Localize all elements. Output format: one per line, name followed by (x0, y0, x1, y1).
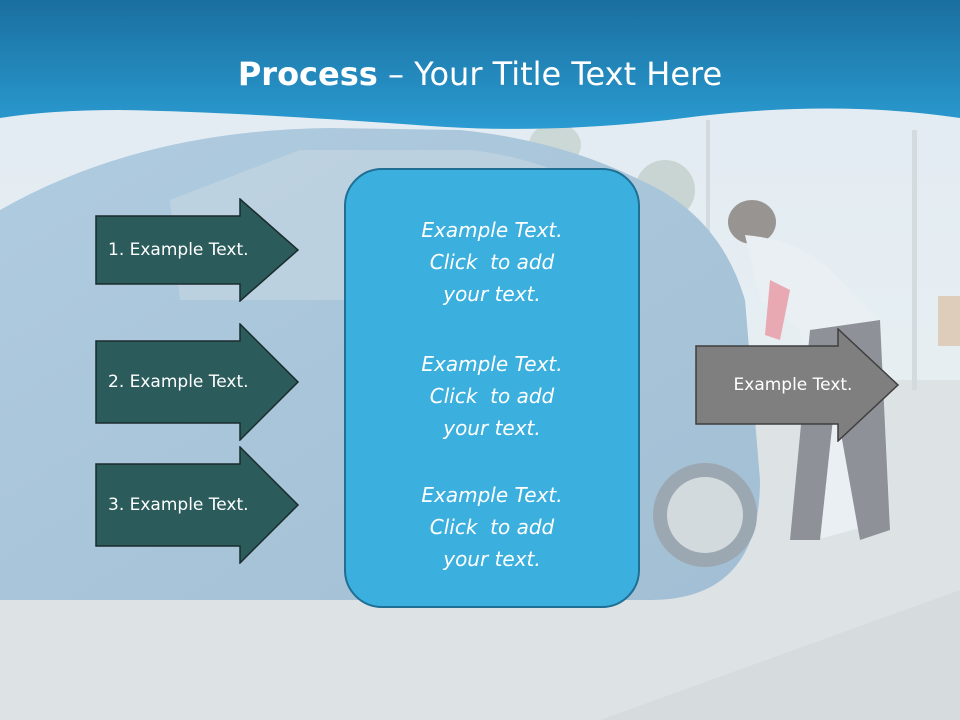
process-step-1-arrow: 1. Example Text. (95, 198, 300, 302)
car-hubcap (667, 477, 743, 553)
result-arrow-label: Example Text. (733, 375, 853, 395)
text-block-3: Example Text. Click to add your text. (346, 479, 638, 575)
text-line: Example Text. (421, 483, 563, 507)
text-line: your text. (443, 282, 541, 306)
curb (600, 590, 960, 720)
person-head (728, 200, 776, 244)
text-line: Example Text. (421, 352, 563, 376)
title-bold: Process (237, 55, 378, 93)
text-block-1: Example Text. Click to add your text. (346, 214, 638, 310)
result-arrow: Example Text. (695, 328, 900, 442)
person-tie (765, 280, 790, 340)
process-step-2-arrow: 2. Example Text. (95, 323, 300, 441)
pole (912, 130, 917, 390)
text-line: Click to add (429, 515, 555, 539)
text-line: Click to add (429, 250, 555, 274)
text-line: your text. (443, 547, 541, 571)
text-line: Example Text. (421, 218, 563, 242)
title-rest: – Your Title Text Here (377, 55, 723, 93)
center-content-box: Example Text. Click to add your text. Ex… (344, 168, 640, 608)
header-band (0, 0, 960, 129)
process-step-2-label: 2. Example Text. (108, 372, 249, 392)
process-step-3-label: 3. Example Text. (108, 495, 249, 515)
sign (938, 296, 960, 346)
text-line: Click to add (429, 384, 555, 408)
process-step-1-label: 1. Example Text. (108, 240, 249, 260)
text-block-2: Example Text. Click to add your text. (346, 348, 638, 444)
text-line: your text. (443, 416, 541, 440)
slide-title: Process – Your Title Text Here (0, 52, 960, 96)
process-step-3-arrow: 3. Example Text. (95, 446, 300, 564)
